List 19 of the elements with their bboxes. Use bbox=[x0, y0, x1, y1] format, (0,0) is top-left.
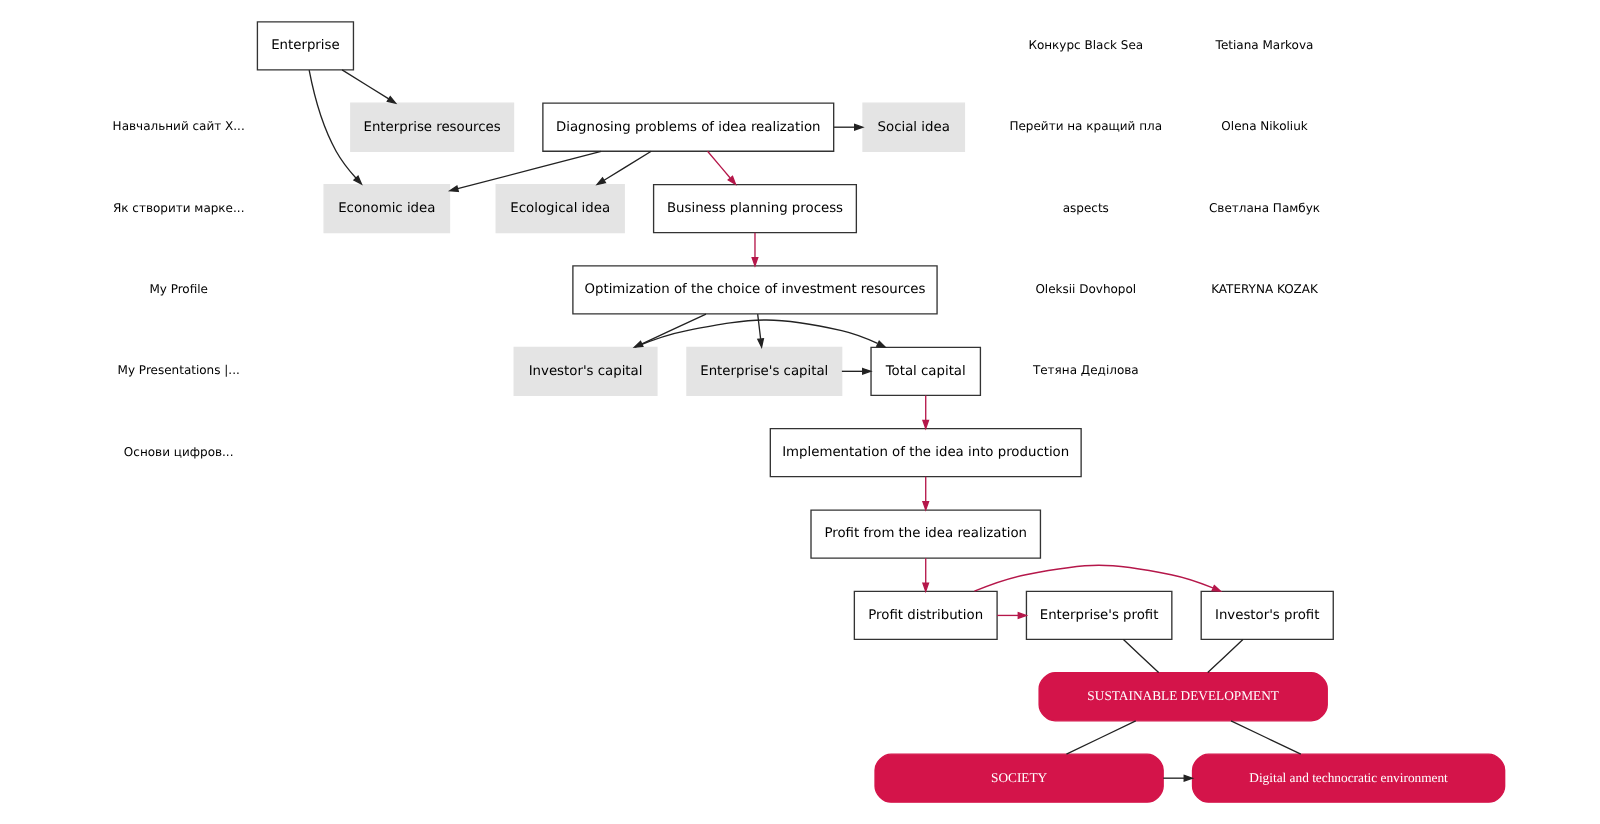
connector bbox=[1064, 720, 1136, 755]
connector bbox=[1121, 638, 1159, 674]
arrow bbox=[755, 313, 764, 349]
arrow bbox=[340, 69, 397, 105]
arrow bbox=[446, 150, 601, 193]
arrow bbox=[594, 150, 651, 186]
arrow bbox=[705, 150, 736, 186]
arrow bbox=[1161, 774, 1194, 782]
arrow bbox=[921, 557, 929, 594]
arrow bbox=[921, 476, 929, 512]
connector bbox=[1229, 720, 1301, 755]
arrow bbox=[832, 123, 864, 131]
arrow bbox=[921, 394, 929, 431]
arrow bbox=[750, 232, 758, 268]
arrow bbox=[995, 611, 1028, 620]
connector bbox=[1206, 638, 1243, 674]
arrow bbox=[972, 564, 1222, 593]
arrow bbox=[307, 69, 362, 186]
arrow bbox=[840, 367, 872, 376]
